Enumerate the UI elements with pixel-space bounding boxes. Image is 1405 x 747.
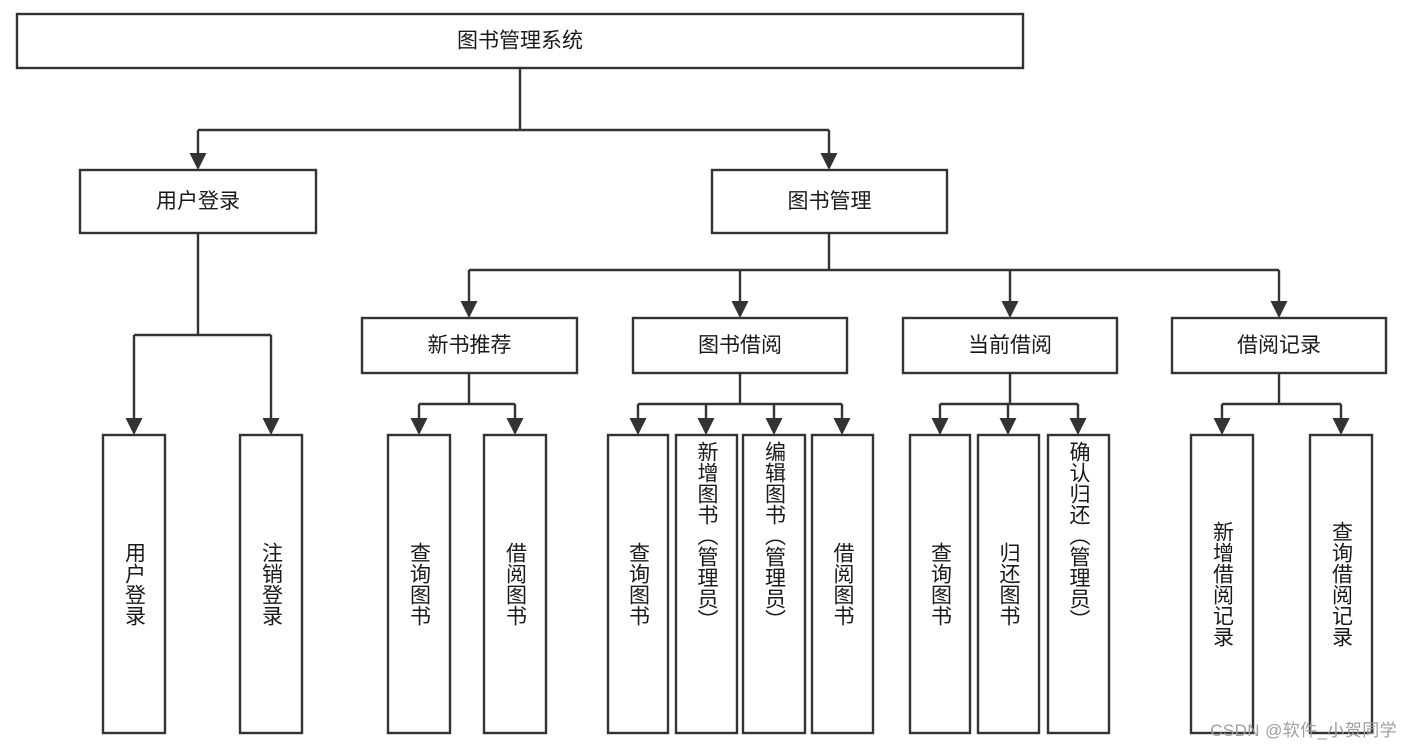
connector-layer xyxy=(125,68,1350,435)
node-label-borrow-record: 借阅记录 xyxy=(1237,334,1321,357)
node-box-leaf-query-book-1[interactable] xyxy=(386,433,452,735)
node-box-root[interactable] xyxy=(15,12,1025,70)
node-label-book-borrow: 图书借阅 xyxy=(698,334,782,357)
arrow-head-icon xyxy=(697,418,715,435)
arrow-head-icon xyxy=(125,418,143,435)
node-box-leaf-edit-book[interactable] xyxy=(741,433,807,735)
node-box-current-borrow[interactable] xyxy=(901,316,1119,375)
arrow-head-icon xyxy=(1001,301,1019,318)
arrow-head-icon xyxy=(1213,418,1231,435)
arrow-head-icon xyxy=(460,301,478,318)
node-box-new-book-recommend[interactable] xyxy=(360,316,579,375)
node-box-user-login[interactable] xyxy=(78,168,318,235)
connector-group-borrow-record-bus xyxy=(1213,373,1350,435)
node-label-book-manage: 图书管理 xyxy=(788,190,872,213)
node-box-leaf-add-book[interactable] xyxy=(674,433,739,735)
node-box-book-manage[interactable] xyxy=(710,168,949,235)
node-label-user-login: 用户登录 xyxy=(156,190,240,213)
arrow-head-icon xyxy=(262,418,280,435)
arrow-head-icon xyxy=(931,418,949,435)
arrow-head-icon xyxy=(820,153,838,170)
node-box-leaf-add-record[interactable] xyxy=(1189,433,1255,735)
connector-group-root-bus xyxy=(189,68,838,170)
arrow-head-icon xyxy=(506,418,524,435)
node-box-leaf-query-book-3[interactable] xyxy=(908,433,972,735)
node-box-leaf-borrow-book-1[interactable] xyxy=(482,433,548,735)
watermark-text: CSDN @软件_小贺同学 xyxy=(1210,721,1397,740)
node-box-leaf-user-login[interactable] xyxy=(101,433,167,735)
node-box-book-borrow[interactable] xyxy=(631,316,849,375)
arrow-head-icon xyxy=(731,301,749,318)
connector-group-current-borrow-bus xyxy=(931,373,1087,435)
arrow-head-icon xyxy=(1069,418,1087,435)
connector-group-book-manage-bus xyxy=(460,233,1288,318)
arrow-head-icon xyxy=(410,418,428,435)
node-box-leaf-query-record[interactable] xyxy=(1308,433,1374,735)
arrow-head-icon xyxy=(189,153,207,170)
node-box-leaf-query-book-2[interactable] xyxy=(606,433,670,735)
connector-group-user-login-bus xyxy=(125,233,280,435)
node-label-root: 图书管理系统 xyxy=(457,30,583,53)
node-box-leaf-return-book[interactable] xyxy=(976,433,1041,735)
node-label-new-book-recommend: 新书推荐 xyxy=(428,334,512,357)
node-box-leaf-borrow-book-2[interactable] xyxy=(810,433,875,735)
arrow-head-icon xyxy=(765,418,783,435)
node-label-current-borrow: 当前借阅 xyxy=(968,334,1052,357)
node-box-leaf-logout[interactable] xyxy=(238,433,304,735)
arrow-head-icon xyxy=(1332,418,1350,435)
arrow-head-icon xyxy=(629,418,647,435)
connector-group-book-borrow-bus xyxy=(629,373,851,435)
arrow-head-icon xyxy=(1270,301,1288,318)
arrow-head-icon xyxy=(999,418,1017,435)
node-box-layer xyxy=(15,12,1388,735)
connector-group-new-book-bus xyxy=(410,373,524,435)
node-box-leaf-confirm-return[interactable] xyxy=(1046,433,1111,735)
arrow-head-icon xyxy=(833,418,851,435)
node-box-borrow-record[interactable] xyxy=(1170,316,1388,375)
